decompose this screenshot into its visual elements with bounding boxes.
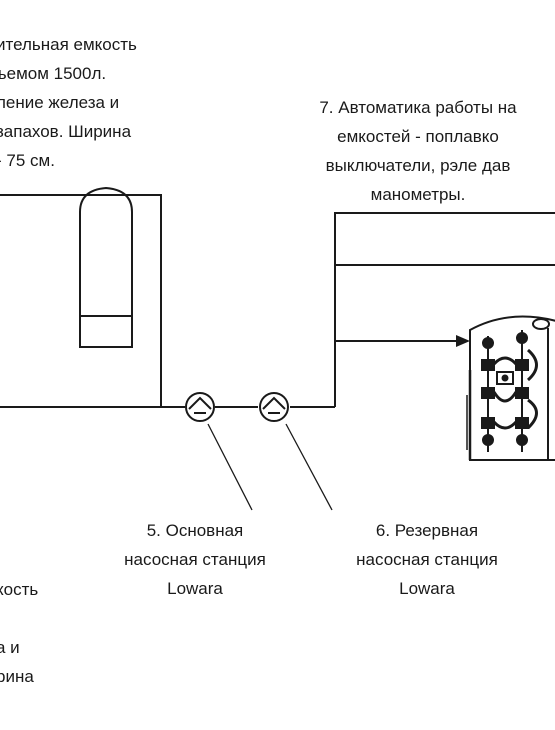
label-pump-main: 5. Основная насосная станция Lowara [90, 516, 300, 603]
pump-main-icon [185, 392, 215, 422]
label-tank-bottom: кость ​ а и рина [0, 575, 38, 691]
label-tank-left: ительная емкость ъемом 1500л. ление желе… [0, 30, 137, 175]
label-line: а и [0, 638, 20, 657]
label-pump-reserve: 6. Резервная насосная станция Lowara [318, 516, 536, 603]
label-line: 7. Автоматика работы на [319, 98, 517, 117]
label-line: ительная емкость [0, 35, 137, 54]
label-line: кость [0, 580, 39, 599]
automation-pipe [334, 212, 555, 407]
pump-reserve-icon [259, 392, 289, 422]
label-line: ъемом 1500л. [0, 64, 107, 83]
leader-line-pump-main [207, 423, 253, 511]
label-line: насосная станция [356, 550, 498, 569]
label-line: Lowara [399, 579, 455, 598]
label-automation: 7. Автоматика работы на емкостей - попла… [268, 93, 555, 209]
label-line: манометры. [370, 185, 466, 204]
label-line: насосная станция [124, 550, 266, 569]
label-line: ление железа и [0, 93, 120, 112]
pump-main-arrow [188, 396, 212, 414]
feed-arrow-head [456, 335, 470, 347]
label-line: Lowara [167, 579, 223, 598]
equipment-tank [466, 315, 555, 461]
label-line: запахов. Ширина [0, 122, 132, 141]
label-line: рина [0, 667, 34, 686]
label-line: ​ [0, 604, 38, 633]
pump-reserve-arrow [262, 396, 286, 414]
tank-outline [0, 194, 162, 408]
label-line: 6. Резервная [375, 521, 479, 540]
filter-column [79, 186, 133, 348]
label-line: 5. Основная [146, 521, 244, 540]
label-line: выключатели, рэле дав [325, 156, 511, 175]
label-line: - 75 см. [0, 151, 55, 170]
leader-line-pump-reserve [285, 423, 333, 511]
label-line: емкостей - поплавко [337, 127, 499, 146]
